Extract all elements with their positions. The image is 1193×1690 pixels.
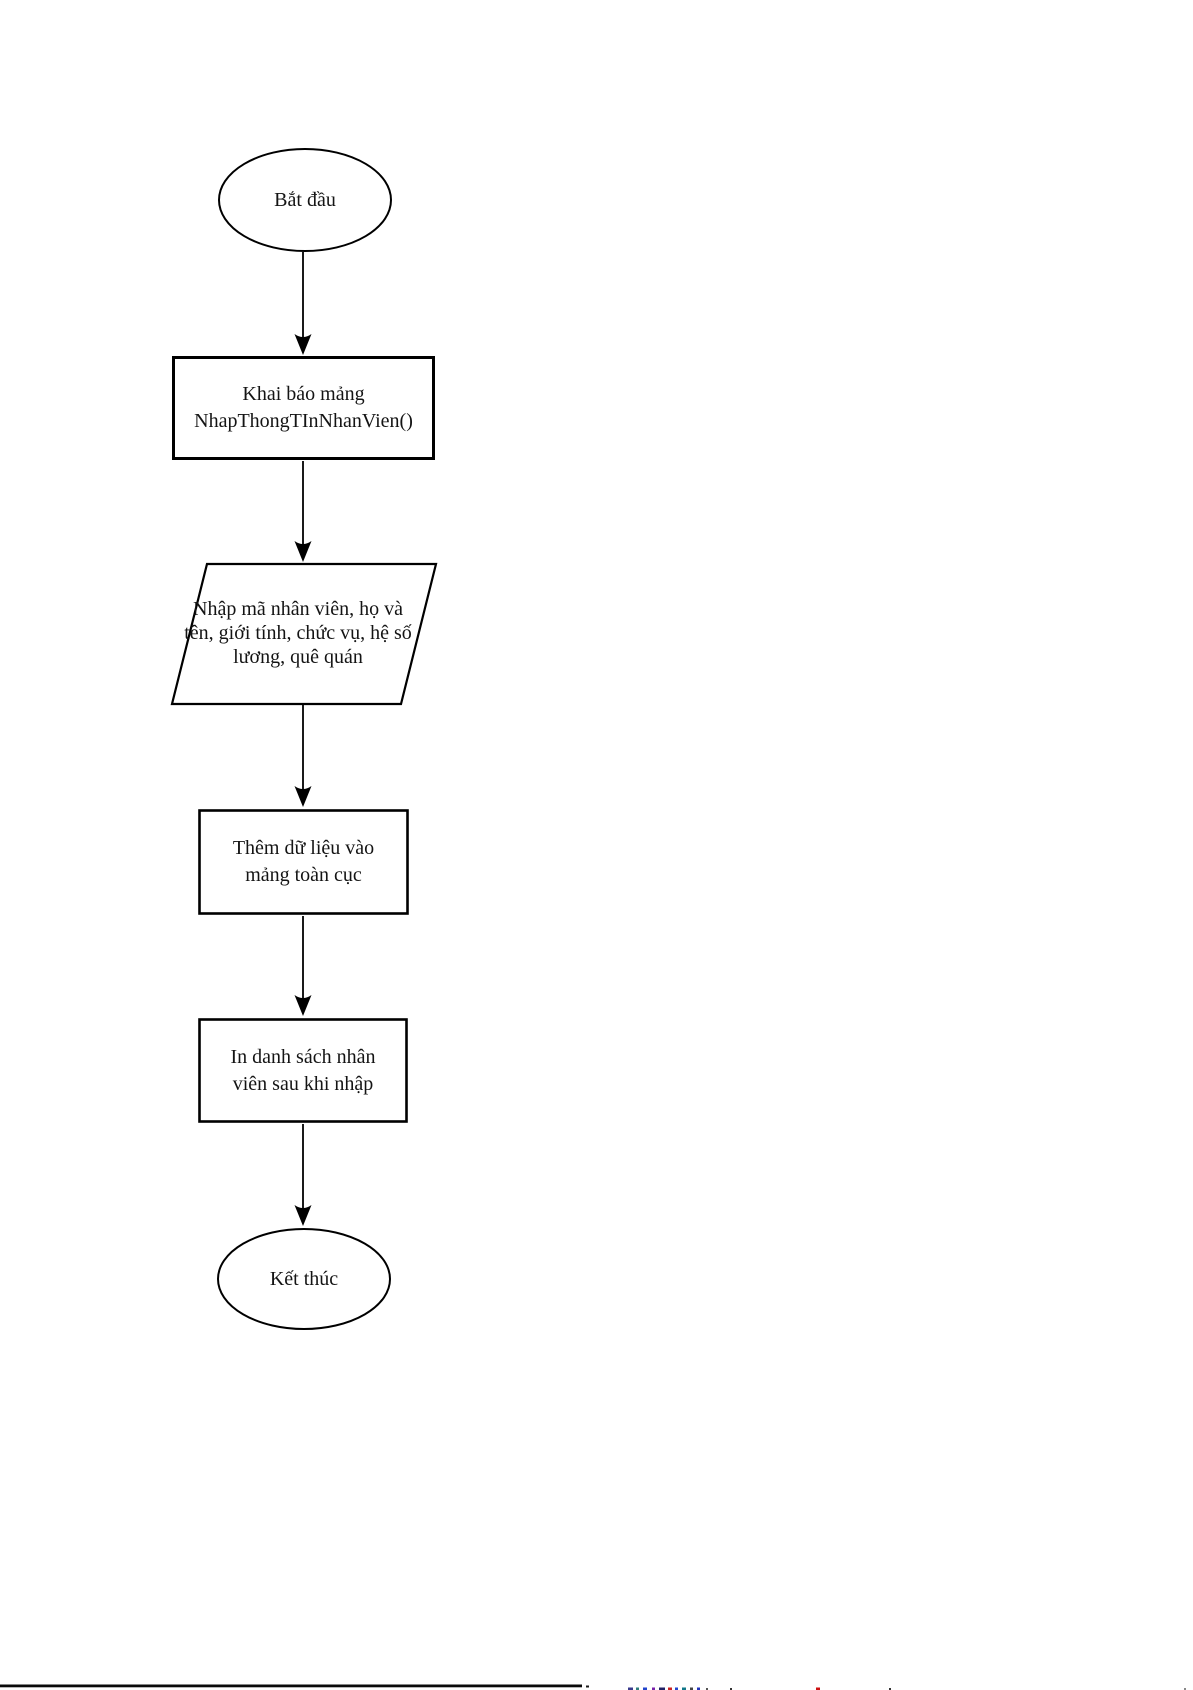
declare-process-shape bbox=[172, 356, 435, 460]
print-process-shape bbox=[198, 1018, 408, 1123]
arrowhead-declare-to-input bbox=[294, 541, 312, 562]
input-io-shape bbox=[170, 562, 438, 706]
append-process-shape bbox=[198, 809, 409, 915]
end-terminator-shape bbox=[217, 1228, 391, 1330]
arrowhead-input-to-append bbox=[294, 786, 312, 807]
arrowhead-append-to-print bbox=[294, 995, 312, 1016]
arrowhead-print-to-end bbox=[294, 1205, 312, 1226]
arrowhead-start-to-declare bbox=[294, 334, 312, 355]
start-terminator-shape bbox=[218, 148, 392, 252]
bottom-cutoff-text-artifacts bbox=[628, 1687, 1186, 1690]
bottom-cutoff-rule bbox=[0, 1684, 589, 1688]
